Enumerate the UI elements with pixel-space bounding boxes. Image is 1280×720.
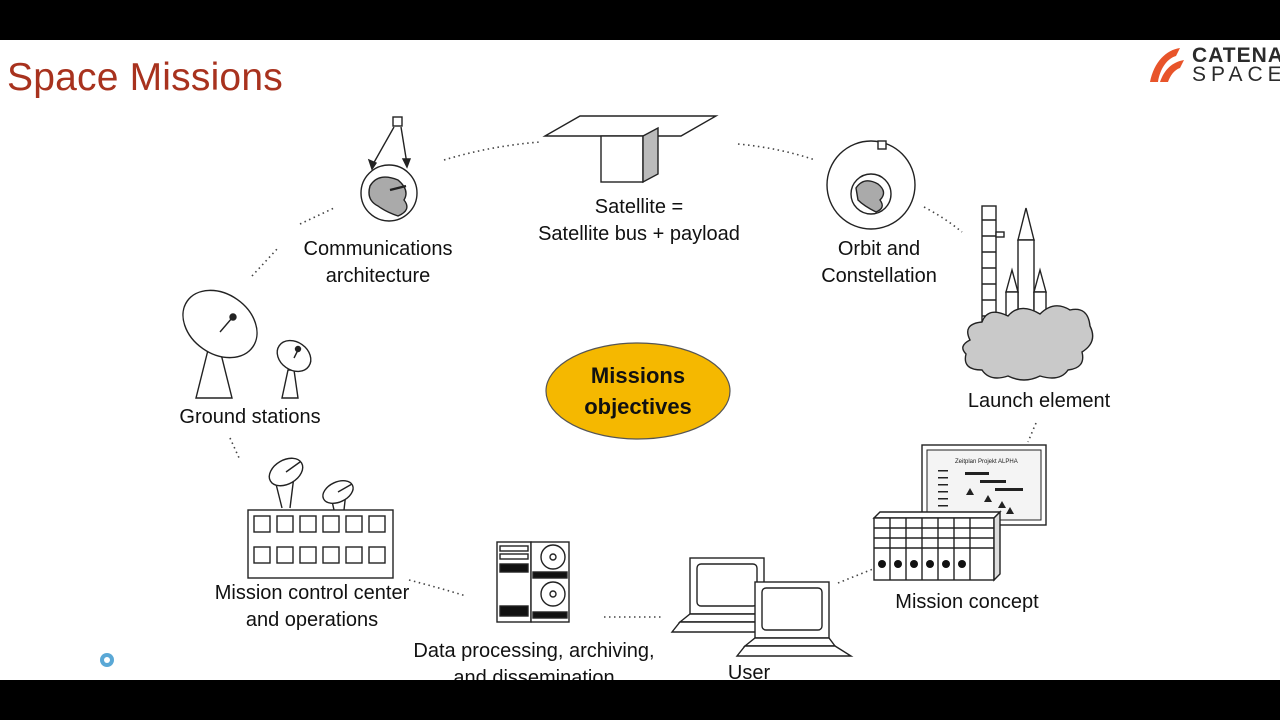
label-orbit: Orbit and Constellation [821,238,937,287]
label-user: User [727,662,771,680]
label-satellite: Satellite = Satellite bus + payload [538,196,740,245]
mission-diagram: Zeitplan Projekt ALPHA [182,115,1094,657]
objective-line-2: objectives [584,394,692,419]
label-communications: Communications architecture [303,238,453,287]
objectives-ellipse [545,342,731,440]
watermark-right-text: MATIC [120,653,161,668]
gantt-title: Zeitplan Projekt ALPHA [955,459,1018,465]
satellite-icon [542,115,719,184]
logo-mark-icon [1150,48,1184,82]
company-logo: CATENA SPACE [1146,42,1280,86]
label-data-processing: Data processing, archiving, and dissemin… [413,640,655,680]
objective-line-1: Missions [590,363,686,388]
gantt-chart-icon: Zeitplan Projekt ALPHA [872,444,1047,582]
communications-icon [360,116,418,222]
control-center-icon [247,457,394,579]
computer-terminal-icon [670,557,854,657]
recorder-watermark: RECORDED WITH SCREENCAST MATIC [12,641,172,671]
letterbox-bottom [0,680,1280,720]
watermark-top-text: RECORDED WITH [12,641,76,648]
label-ground-stations: Ground stations [179,406,321,428]
label-mission-concept: Mission concept [895,591,1039,613]
letterbox-top [0,0,1280,40]
rocket-launch-icon [962,205,1094,381]
label-mission-control: Mission control center and operations [214,582,410,631]
server-rack-icon [496,541,570,623]
label-launch: Launch element [967,390,1111,412]
slide-title: Space Missions [7,56,283,99]
presentation-slide: Space Missions CATENA SPACE [0,40,1280,680]
watermark-left-text: SCREENCAST [12,653,102,668]
connector-lines [229,141,1037,618]
logo-text-catena: CATENA [1192,44,1280,67]
orbit-icon [826,140,916,230]
logo-text-space: SPACE [1192,63,1280,86]
satellite-dish-icon [182,289,312,399]
record-button-icon [97,650,117,670]
mission-objectives: Missions objectives [545,343,731,439]
